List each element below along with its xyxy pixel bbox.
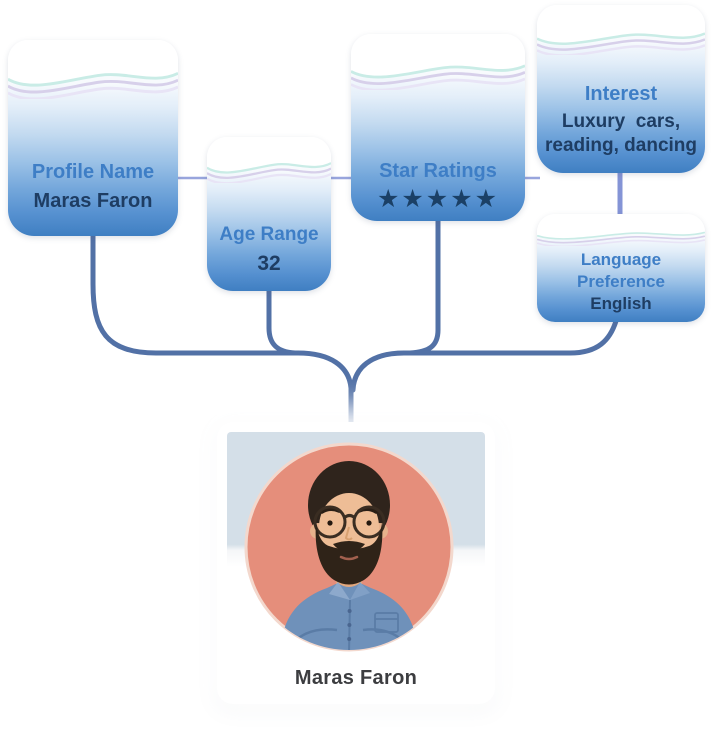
profile-photo bbox=[227, 432, 485, 664]
five-star-rating-icons: ★★★★★ bbox=[376, 184, 500, 213]
glasses-icon bbox=[313, 505, 386, 539]
wave-cap-decoration bbox=[207, 137, 331, 184]
collar-right bbox=[350, 582, 370, 600]
wave-cap-decoration bbox=[351, 34, 525, 91]
connector-age-range bbox=[266, 286, 298, 356]
interest-value: Luxury cars, reading, dancing bbox=[544, 110, 698, 157]
wave-cap-decoration bbox=[537, 5, 705, 56]
interest-title: Interest bbox=[584, 82, 658, 105]
node-card-profile-name: Profile Name Maras Faron bbox=[8, 40, 178, 236]
collar-left bbox=[329, 582, 350, 600]
wave-cap-decoration bbox=[537, 214, 705, 247]
eye-left bbox=[327, 520, 333, 526]
profile-card: Maras Faron bbox=[217, 422, 495, 704]
node-card-age-range: Age Range 32 bbox=[207, 137, 331, 291]
mouth bbox=[339, 555, 359, 561]
star-ratings-title: Star Ratings bbox=[379, 159, 497, 182]
beard bbox=[315, 523, 383, 585]
shirt-button bbox=[347, 609, 352, 613]
connector-language-preference bbox=[350, 318, 619, 393]
wave-cap-decoration bbox=[8, 40, 178, 99]
node-card-star-ratings: Star Ratings ★★★★★ bbox=[351, 34, 525, 221]
age-range-value: 32 bbox=[257, 251, 281, 275]
profile-card-name: Maras Faron bbox=[294, 667, 418, 689]
nose bbox=[344, 526, 353, 541]
profile-name-title: Profile Name bbox=[31, 161, 155, 183]
language-preference-value: English bbox=[590, 293, 652, 313]
bearded-man-portrait-image bbox=[244, 442, 454, 652]
profile-name-value: Maras Faron bbox=[33, 190, 153, 212]
mustache bbox=[333, 541, 365, 552]
shirt-button bbox=[347, 637, 352, 641]
connector-star-ratings bbox=[407, 216, 441, 356]
node-card-language-preference: Language Preference English bbox=[537, 214, 705, 322]
shirt-button bbox=[347, 623, 352, 627]
connector-profile-name bbox=[90, 231, 354, 427]
node-card-interest: Interest Luxury cars, reading, dancing bbox=[537, 5, 705, 173]
age-range-title: Age Range bbox=[219, 223, 319, 245]
eye-right bbox=[366, 520, 372, 526]
language-preference-title: Language Preference bbox=[577, 250, 665, 291]
